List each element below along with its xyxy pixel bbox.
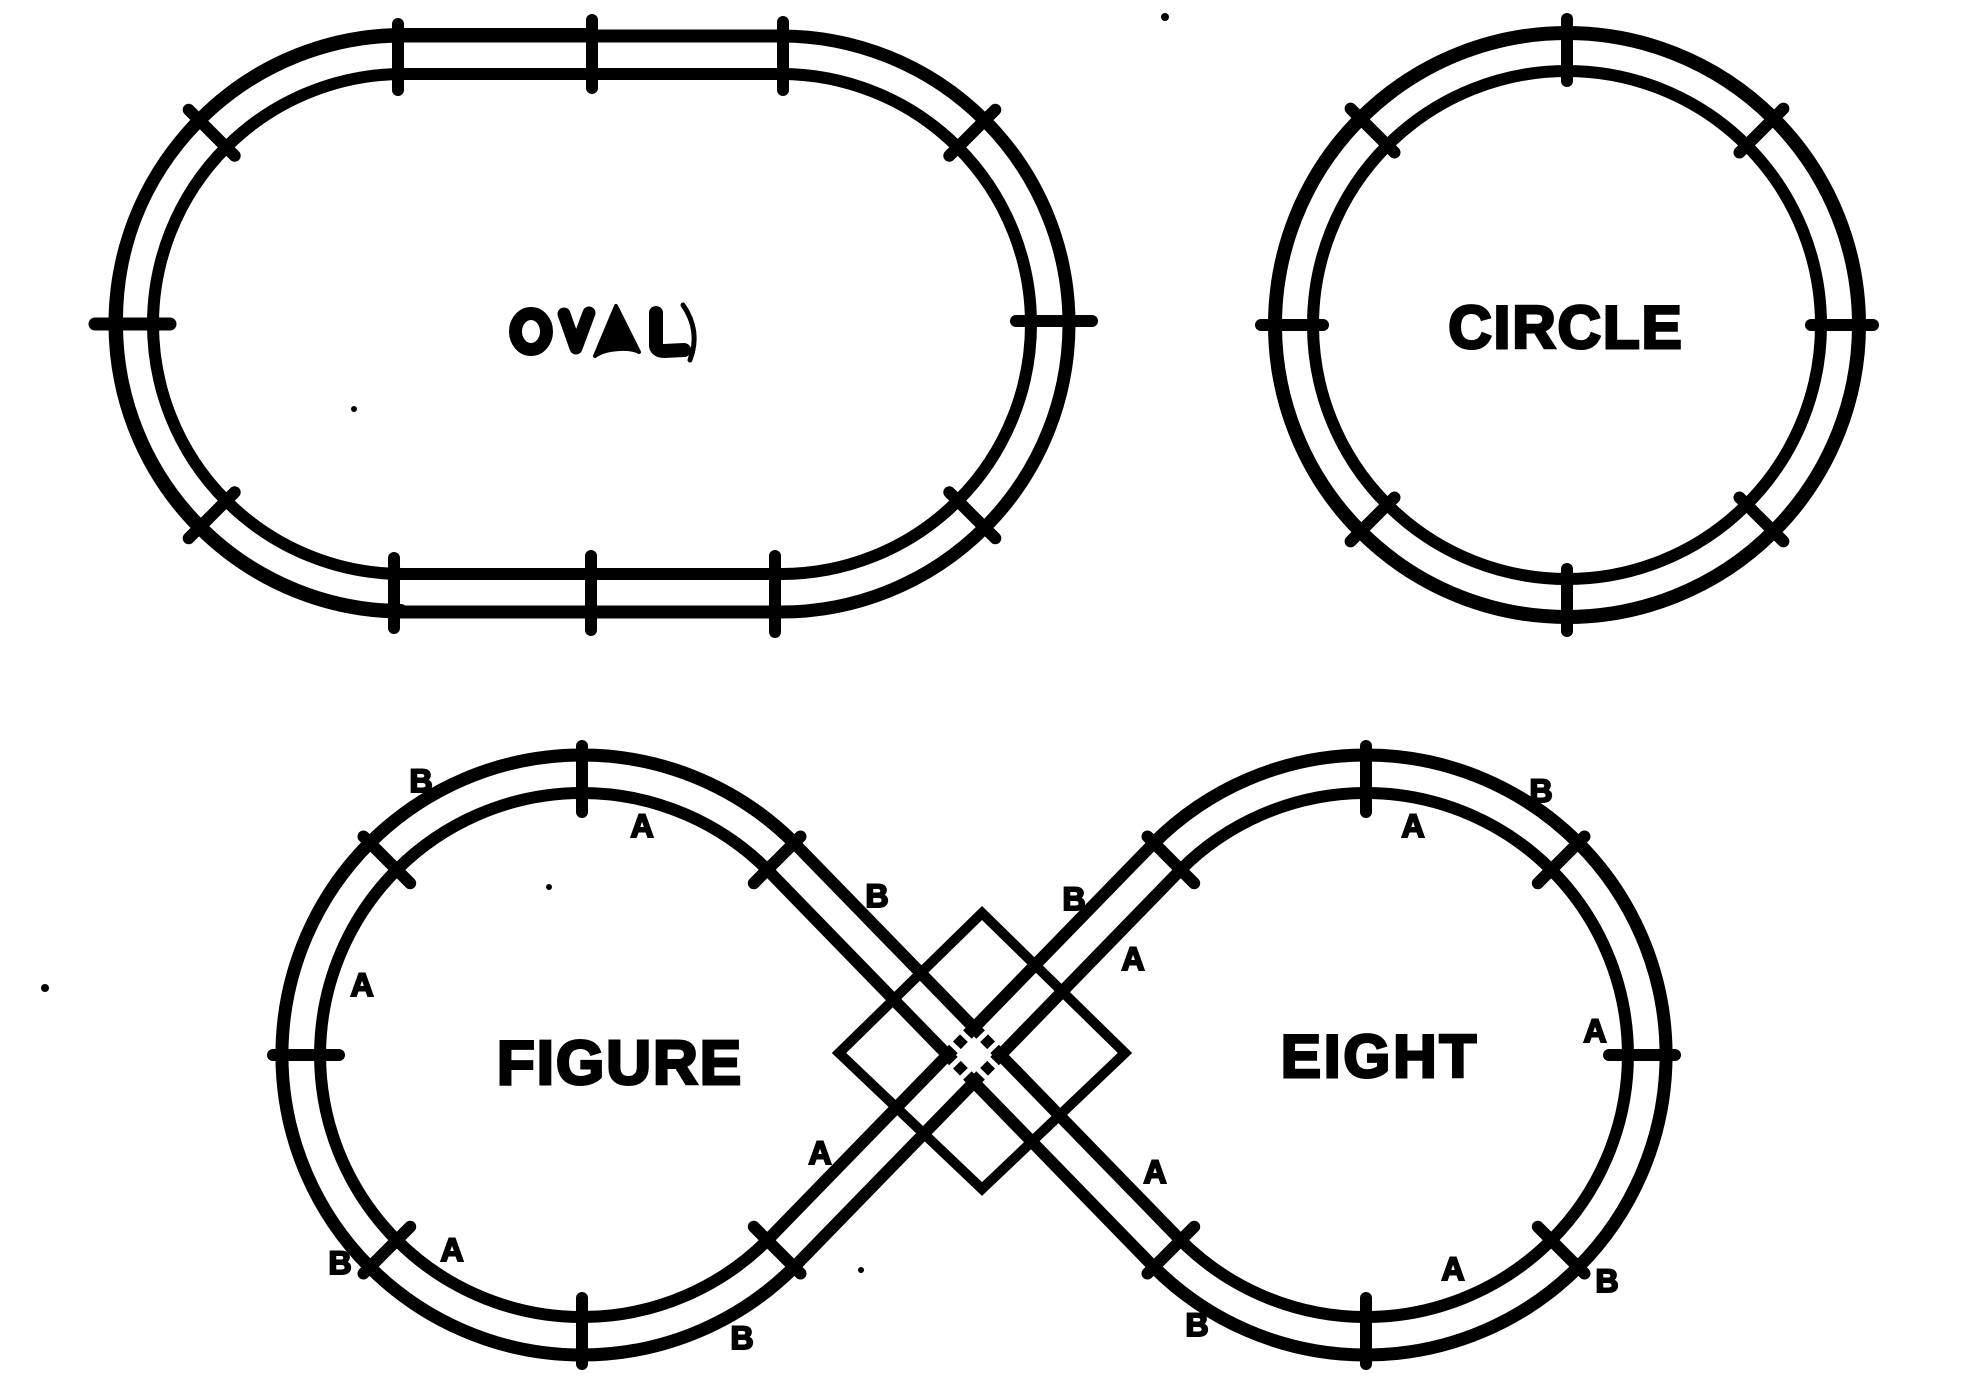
svg-text:A: A [1143, 1154, 1166, 1190]
svg-text:A: A [630, 808, 653, 844]
svg-text:A: A [350, 967, 373, 1003]
svg-text:B: B [730, 1320, 753, 1356]
svg-text:A: A [1401, 808, 1424, 844]
svg-text:B: B [865, 878, 888, 914]
svg-text:EIGHT: EIGHT [1281, 1023, 1479, 1090]
svg-text:B: B [328, 1245, 351, 1281]
svg-text:B: B [1062, 881, 1085, 917]
svg-text:A: A [808, 1135, 831, 1171]
svg-text:B: B [1529, 773, 1552, 809]
svg-text:A: A [1583, 1013, 1606, 1049]
svg-text:FIGURE: FIGURE [497, 1029, 743, 1098]
svg-text:A: A [440, 1232, 463, 1268]
svg-text:B: B [409, 763, 432, 799]
svg-text:A: A [1121, 941, 1144, 977]
svg-text:B: B [1595, 1263, 1618, 1299]
svg-text:A: A [1441, 1251, 1464, 1287]
svg-text:B: B [1185, 1307, 1208, 1343]
svg-text:CIRCLE: CIRCLE [1448, 294, 1683, 361]
